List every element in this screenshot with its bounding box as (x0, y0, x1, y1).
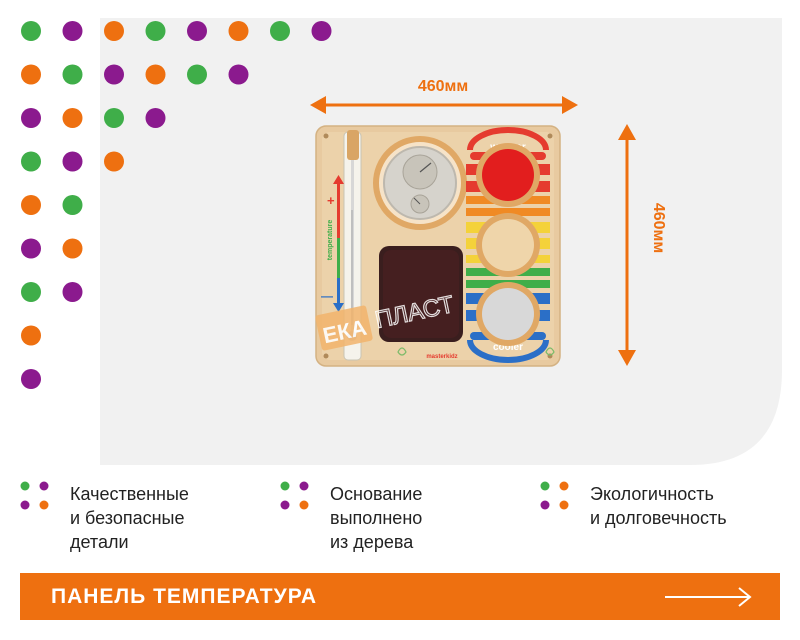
decorative-dot (62, 195, 83, 215)
banner-title: ПАНЕЛЬ ТЕМПЕРАТУРА (51, 585, 318, 608)
width-dimension-label: 460мм (418, 78, 468, 95)
neutral-window (476, 213, 540, 277)
decorative-dot (21, 195, 41, 215)
cool-window (476, 282, 540, 346)
decorative-dot (145, 108, 166, 128)
decorative-dot (62, 108, 83, 128)
decorative-dot-grid (21, 21, 332, 389)
hygrometer-gauge (373, 136, 467, 230)
decorative-dot (311, 21, 332, 41)
thermometer-minus-label: — (321, 289, 333, 303)
cooler-label: cooler (493, 342, 523, 353)
decorative-dot (104, 108, 124, 128)
decorative-dot (21, 21, 41, 41)
height-dimension-arrow (618, 124, 636, 366)
decorative-dot (145, 21, 166, 41)
decorative-dot (270, 21, 290, 41)
decorative-dot (187, 64, 207, 85)
feature-dots-icon (280, 481, 309, 510)
width-dimension-arrow (310, 96, 578, 114)
thermometer-vertical-label: temperature (327, 220, 334, 261)
decorative-dot (104, 64, 124, 85)
feature-wood-base: Основание выполнено из дерева (280, 480, 520, 560)
height-dimension-label: 460мм (650, 203, 667, 253)
feature-eco: Экологичность и долговечность (540, 480, 780, 560)
feature-quality-text: Качественные и безопасные детали (70, 484, 189, 552)
decorative-dot (21, 108, 41, 128)
decorative-dot (104, 21, 124, 41)
feature-dots-icon (20, 481, 49, 510)
decorative-dot (228, 21, 249, 41)
decorative-dot (62, 21, 83, 41)
decorative-dot (62, 282, 83, 302)
feature-wood-base-text: Основание выполнено из дерева (330, 484, 423, 552)
decorative-dot (21, 325, 41, 346)
warm-window (476, 143, 540, 207)
feature-eco-text: Экологичность и долговечность (590, 484, 727, 528)
decorative-dot (62, 64, 83, 85)
decorative-dot (228, 64, 249, 85)
decorative-dot (21, 369, 41, 389)
feature-dots-icon (540, 481, 569, 510)
thermometer-plus-label: + (327, 193, 335, 208)
long-arrow-right-icon[interactable] (663, 585, 755, 609)
decorative-dot (145, 64, 166, 85)
temperature-board: + — temperature masterkidz (315, 125, 561, 367)
decorative-dot (21, 238, 41, 259)
decorative-dot (62, 238, 83, 259)
decorative-dot (187, 21, 207, 41)
decorative-dot (21, 151, 41, 172)
thermometer (333, 130, 362, 361)
feature-quality: Качественные и безопасные детали (20, 480, 260, 560)
decorative-dot (21, 64, 41, 85)
chalk-board (379, 246, 463, 342)
decorative-dot (21, 282, 41, 302)
decorative-dot (104, 151, 124, 172)
brand-badge: masterkidz (426, 354, 457, 360)
product-title-banner[interactable]: ПАНЕЛЬ ТЕМПЕРАТУРА (20, 573, 780, 620)
decorative-dot (62, 151, 83, 172)
